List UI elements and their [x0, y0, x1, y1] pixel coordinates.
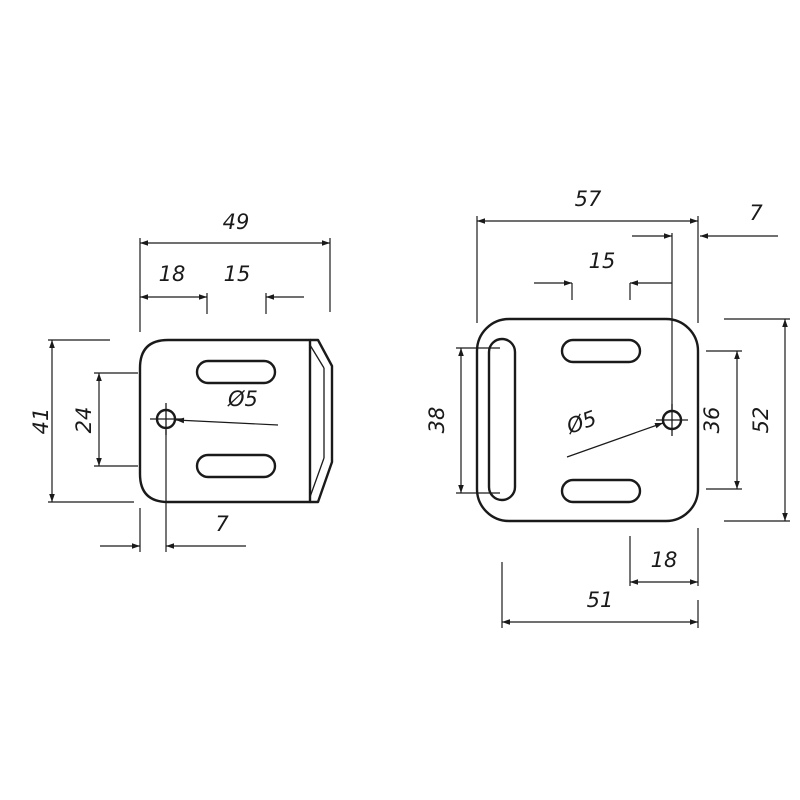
dim-right-width-bottom: 51 [587, 588, 614, 612]
dim-left-hole-offset: 7 [215, 512, 229, 536]
left-bent-flange [310, 338, 334, 504]
left-slot-top [195, 359, 277, 385]
leader-left-hole [175, 417, 279, 426]
dim-right-width-total: 57 [575, 187, 602, 211]
right-bracket-view: 57 7 15 38 Ø5 36 52 18 [425, 187, 790, 628]
dim-left-hole-diameter: Ø5 [227, 387, 258, 411]
left-plate-outline [138, 338, 312, 504]
dim-left-width-total: 49 [223, 210, 250, 234]
flange-inner-top [309, 344, 325, 369]
dim-left-height-total: 41 [29, 408, 53, 435]
dim-right-hole-offset: 18 [651, 548, 678, 572]
left-bracket-view: 49 18 15 41 24 Ø5 7 [29, 210, 334, 552]
right-slot-bottom [560, 478, 642, 504]
dim-right-height-total: 52 [749, 407, 773, 434]
dim-left-offset-b: 15 [224, 262, 251, 286]
right-slot-vertical [487, 337, 517, 502]
dim-right-offset-right: 7 [749, 201, 763, 225]
right-slot-top [560, 338, 642, 364]
dim-right-height-inner: 36 [700, 407, 724, 434]
dim-left-offset-a: 18 [159, 262, 186, 286]
left-slot-bottom [195, 453, 277, 479]
right-plate-outline [475, 317, 700, 523]
dim-right-slot-spacing: 15 [589, 249, 616, 273]
flange-inner-bottom [309, 457, 325, 498]
dim-right-hole-diameter: Ø5 [563, 406, 600, 439]
dim-left-height-inner: 24 [72, 407, 96, 434]
leader-right-hole [566, 422, 664, 458]
dim-right-slot-height: 38 [425, 407, 449, 434]
